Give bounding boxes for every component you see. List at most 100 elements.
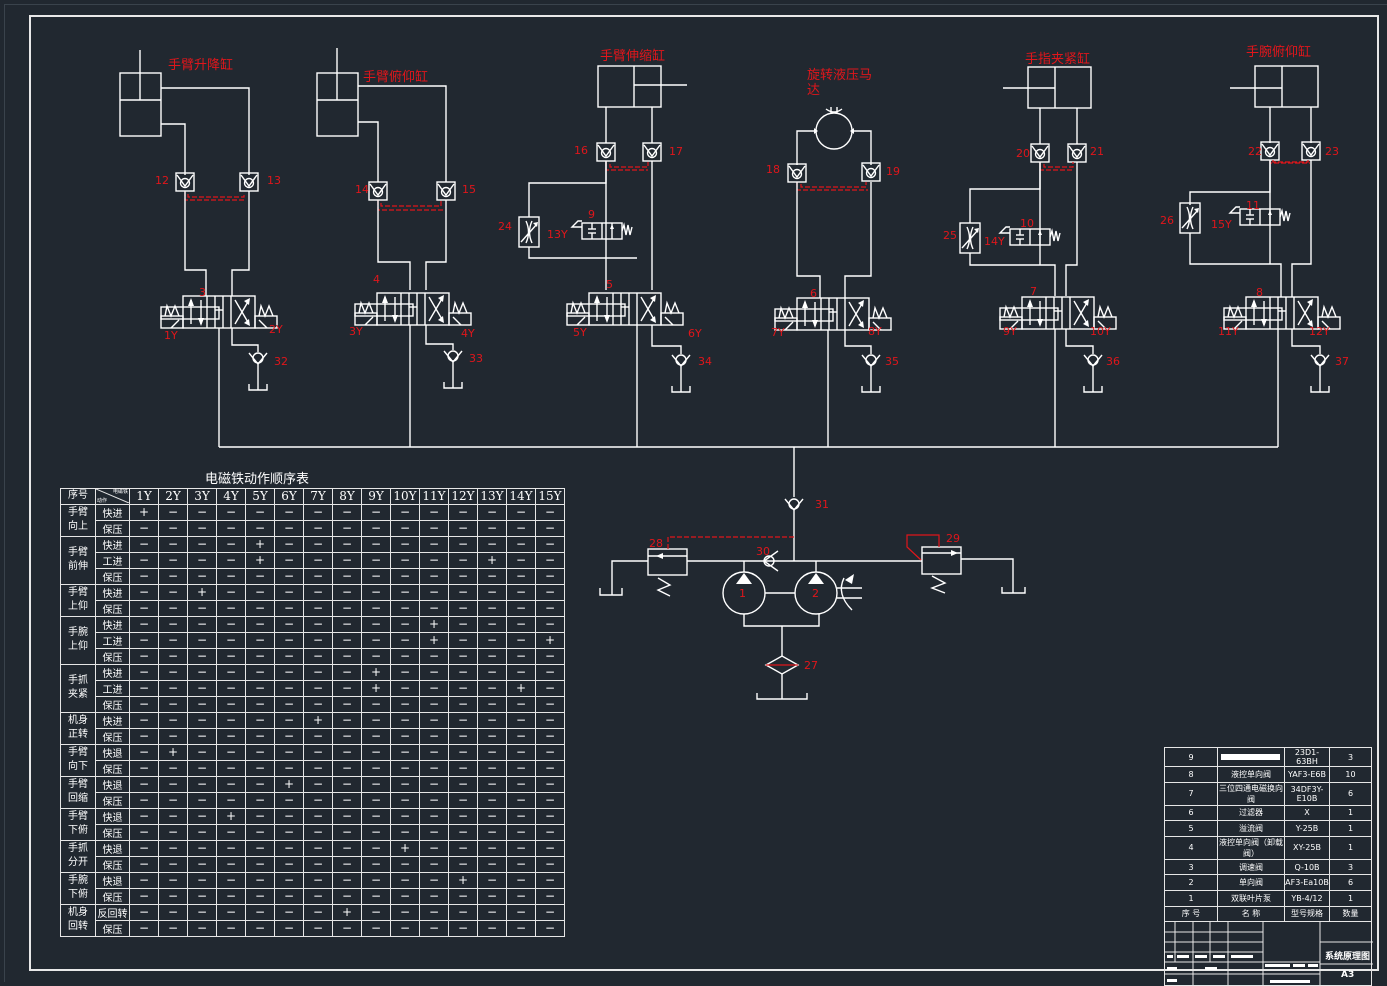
action-cell: 工进 [95, 631, 130, 649]
state-cell: − [274, 663, 304, 681]
state-cell: − [390, 679, 420, 697]
state-cell: − [477, 503, 507, 521]
state-cell: − [274, 599, 304, 617]
parts-qty: 6 [1329, 874, 1372, 891]
state-cell: − [448, 743, 478, 761]
label-pump: 2 [812, 587, 819, 600]
label-solenoid: 8Y [868, 325, 882, 338]
state-cell: − [419, 855, 449, 873]
state-cell: − [129, 647, 159, 665]
action-cell: 保压 [95, 695, 130, 713]
parts-name: 三位四通电磁换向阀 [1217, 781, 1285, 806]
parts-qty: 3 [1329, 858, 1372, 876]
header-diag-action: 动作 [97, 498, 108, 505]
table-row: 手臂回缩快退−−−−−+−−−−−−−−− [60, 775, 565, 809]
state-cell: − [216, 599, 246, 617]
label-solenoid: 15Y [1211, 218, 1232, 231]
state-cell: − [303, 519, 333, 537]
state-cell: − [158, 567, 188, 585]
state-cell: − [129, 743, 159, 761]
state-cell: − [129, 775, 159, 793]
state-cell: − [506, 887, 536, 905]
state-cell: − [129, 631, 159, 649]
table-row: 工进−−−−−−−−+−−−−+− [61, 679, 565, 697]
group-name-line: 手臂 [68, 507, 88, 519]
parts-no: 9 [1164, 747, 1218, 767]
state-cell: − [187, 839, 217, 857]
state-cell: − [158, 903, 188, 921]
state-cell: − [361, 583, 391, 601]
state-cell: − [158, 759, 188, 777]
label-check: 22 [1248, 145, 1262, 158]
label-valve: 6 [810, 287, 817, 300]
parts-no: 2 [1164, 874, 1218, 891]
state-cell: − [245, 631, 275, 649]
label-valve: 7 [1030, 285, 1037, 298]
state-cell: − [187, 919, 217, 937]
state-cell: − [303, 535, 333, 553]
state-cell: − [332, 695, 362, 713]
state-cell: − [361, 567, 391, 585]
state-cell: − [535, 807, 565, 825]
state-cell: + [303, 711, 333, 729]
state-cell: − [158, 887, 188, 905]
state-cell: − [390, 791, 420, 809]
state-cell: − [129, 535, 159, 553]
table-row: 保压−−−−−−−−−−−−−−− [61, 919, 565, 937]
state-cell: − [274, 631, 304, 649]
state-cell: − [158, 855, 188, 873]
state-cell: − [390, 855, 420, 873]
state-cell: − [361, 519, 391, 537]
group-name: 手抓夹紧 [60, 663, 96, 713]
parts-model: Q-10B [1284, 858, 1330, 876]
state-cell: − [448, 791, 478, 809]
label-check: 18 [766, 163, 780, 176]
state-cell: + [419, 615, 449, 633]
table-row: 机身回转反回转−−−−−−−+−−−−−−− [60, 903, 565, 937]
table-row: 保压−−−−−−−−−−−−−−− [61, 759, 565, 777]
state-cell: − [506, 615, 536, 633]
cyl-title-arm-extend: 手臂伸缩缸 [600, 48, 665, 64]
state-cell: − [448, 919, 478, 937]
state-cell: − [535, 599, 565, 617]
state-cell: − [535, 919, 565, 937]
state-cell: − [448, 759, 478, 777]
action-cell: 快进 [95, 615, 130, 633]
state-cell: − [303, 759, 333, 777]
state-cell: − [535, 647, 565, 665]
header-solenoid: 5Y [245, 488, 275, 505]
state-cell: − [187, 727, 217, 745]
state-cell: − [274, 839, 304, 857]
cyl-title-arm-pitch: 手臂俯仰缸 [363, 69, 428, 85]
state-cell: + [361, 679, 391, 697]
state-cell: − [274, 519, 304, 537]
state-cell: − [216, 631, 246, 649]
state-cell: − [216, 519, 246, 537]
state-cell: − [419, 551, 449, 569]
state-cell: − [332, 919, 362, 937]
state-cell: − [361, 887, 391, 905]
table-row: 工进−−−−+−−−−−−−+−− [61, 551, 565, 569]
state-cell: − [158, 727, 188, 745]
state-cell: − [245, 775, 275, 793]
state-cell: − [448, 567, 478, 585]
state-cell: − [158, 695, 188, 713]
state-cell: + [187, 583, 217, 601]
state-cell: − [158, 551, 188, 569]
state-cell: − [361, 631, 391, 649]
state-cell: − [448, 551, 478, 569]
group-name-line: 向下 [68, 761, 88, 773]
state-cell: − [274, 583, 304, 601]
state-cell: − [303, 727, 333, 745]
state-cell: − [535, 535, 565, 553]
state-cell: − [245, 647, 275, 665]
parts-no: 7 [1164, 781, 1218, 806]
state-cell: − [419, 503, 449, 521]
table-row: 保压−−−−−−−−−−−−−−− [61, 519, 565, 537]
state-cell: − [158, 663, 188, 681]
state-cell: − [158, 599, 188, 617]
label-valve: 10 [1020, 217, 1034, 230]
state-cell: + [158, 743, 188, 761]
